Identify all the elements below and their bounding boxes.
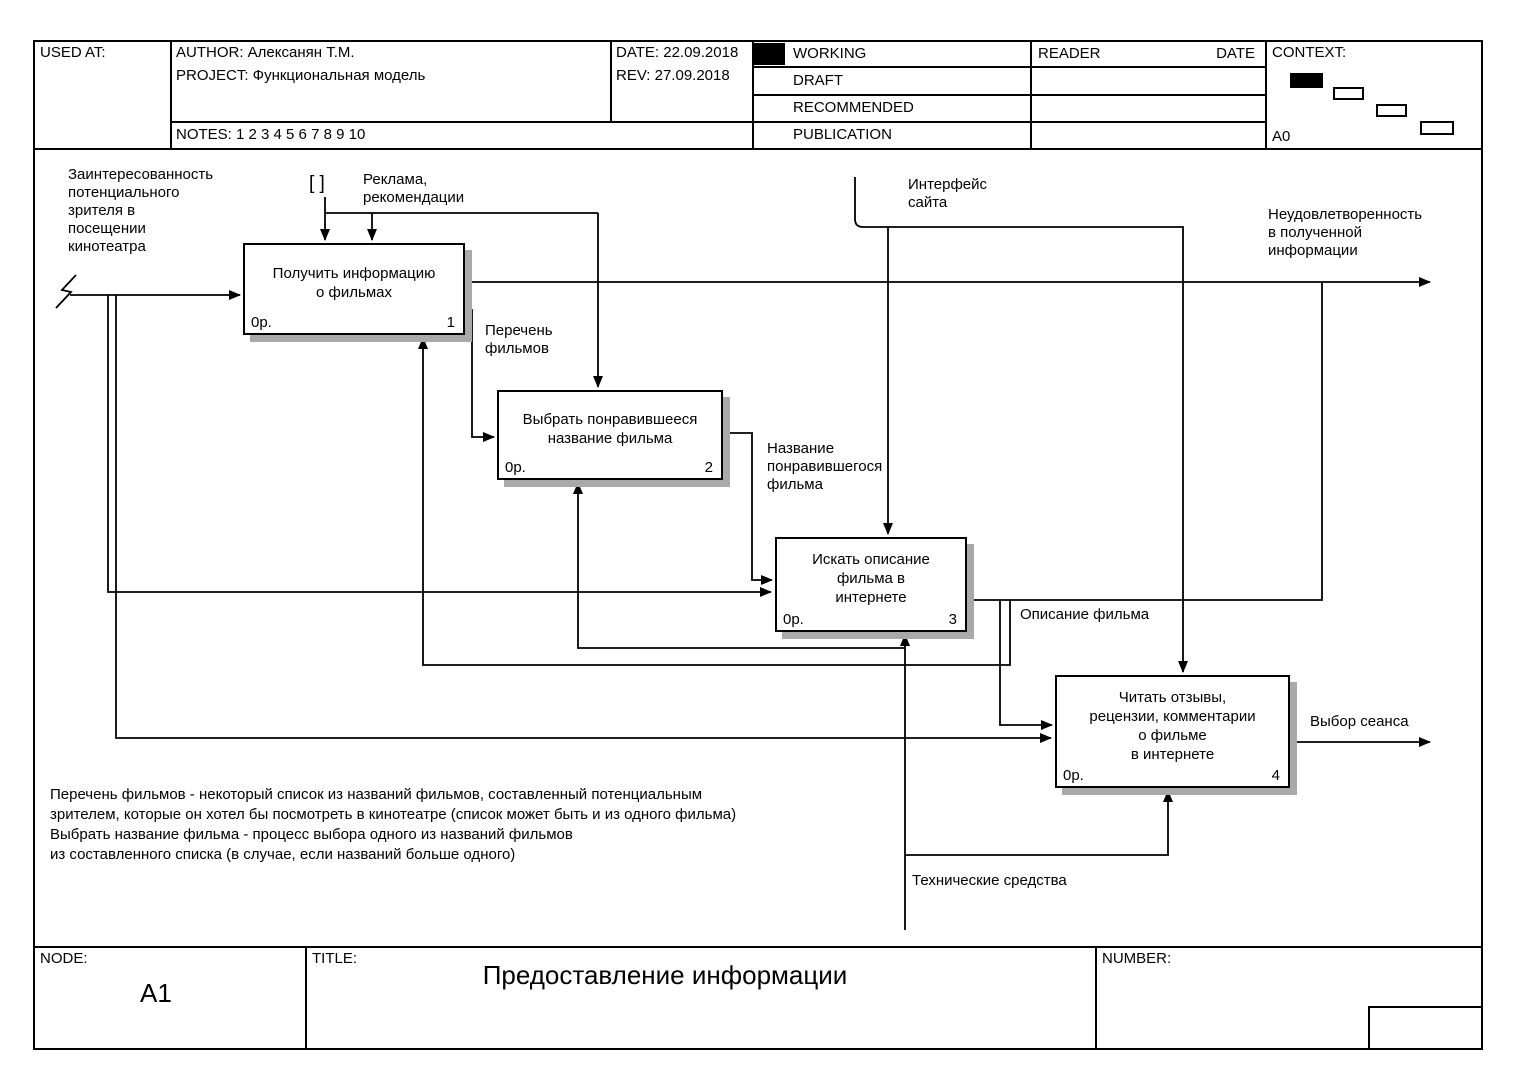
title-value: Предоставление информации (482, 960, 848, 990)
technical-means-arrow-label: Технические средства (912, 872, 1067, 889)
activity-box-4-cost: 0р. (1063, 767, 1084, 784)
node-label: NODE: (40, 950, 88, 967)
title-label: TITLE: (312, 950, 358, 967)
header-bottom-line (35, 148, 1481, 150)
used-at-label: USED AT: (40, 44, 106, 61)
activity-box-4: Читать отзывы, рецензии, комментарии о ф… (1055, 675, 1290, 788)
tunnel-bracket: [ ] (309, 173, 325, 194)
activity-box-3-number: 3 (948, 611, 957, 628)
status-draft: DRAFT (793, 72, 843, 89)
notes-separator-line (170, 121, 1265, 123)
activity-box-4-number: 4 (1271, 767, 1280, 784)
arrow-feedback-to-box1 (418, 337, 1011, 666)
activity-box-2-cost: 0р. (505, 459, 526, 476)
context-thumb-filled (1290, 73, 1323, 88)
activity-box-4-label: Читать отзывы, рецензии, комментарии о ф… (1089, 688, 1256, 763)
arrow-input-to-box4 (115, 295, 1052, 743)
arrow-box3-to-box4 (999, 600, 1053, 730)
divider-node-title (305, 948, 307, 1050)
activity-box-3-label: Искать описание фильма в интернете (812, 551, 930, 606)
diagram-frame (33, 40, 1483, 1050)
divider-title-number (1095, 948, 1097, 1050)
arrow-input-to-box3 (107, 295, 772, 597)
arrow-box1-to-box2 (465, 309, 495, 442)
rev-label: REV: 27.09.2018 (616, 67, 730, 84)
divider-usedat-author (170, 42, 172, 148)
glossary-note: Перечень фильмов - некоторый список из н… (50, 786, 737, 863)
film-description-arrow-label: Описание фильма (1020, 606, 1150, 623)
input-arrow-label: Заинтересованность потенциального зрител… (68, 166, 214, 255)
divider-author-date (610, 42, 612, 123)
reader-label: READER (1038, 45, 1101, 62)
activity-box-1-label: Получить информацию о фильмах (272, 265, 436, 301)
activity-box-1: Получить информацию о фильмах 0р. 1 (243, 243, 465, 335)
box3-output-merge-line (967, 283, 1323, 601)
advert-arrow-label: Реклама, рекомендации (363, 171, 465, 206)
context-thumb-3 (1376, 104, 1407, 117)
status-row-line-1 (752, 66, 1265, 68)
film-title-arrow-label: Название понравившегося фильма (767, 440, 883, 493)
divider-reader-context (1265, 42, 1267, 148)
context-label: CONTEXT: (1272, 44, 1347, 61)
activity-box-1-cost: 0р. (251, 314, 272, 331)
status-publication: PUBLICATION (793, 126, 892, 143)
activity-box-3-cost: 0р. (783, 611, 804, 628)
activity-box-2-number: 2 (704, 459, 713, 476)
session-choice-arrow-label: Выбор сеанса (1310, 713, 1409, 730)
arrow-mechanism-to-box4 (905, 790, 1173, 856)
node-value: A1 (140, 978, 172, 1008)
page-number-box-left (1368, 1006, 1370, 1050)
page-number-box-top (1368, 1006, 1481, 1008)
notes-label: NOTES: 1 2 3 4 5 6 7 8 9 10 (176, 126, 366, 143)
arrow-interface-to-box4 (854, 177, 1188, 673)
reader-date-label: DATE (1216, 45, 1255, 62)
working-marker-square (754, 43, 785, 65)
number-label: NUMBER: (1102, 950, 1172, 967)
status-row-line-2 (752, 94, 1265, 96)
context-node-label: A0 (1272, 128, 1291, 145)
activity-box-3: Искать описание фильма в интернете 0р. 3 (775, 537, 967, 632)
status-working: WORKING (793, 45, 867, 62)
date-label: DATE: 22.09.2018 (616, 44, 739, 61)
input-squiggle (55, 274, 77, 309)
arrow-mechanism-to-box2 (573, 482, 905, 649)
dissatisfaction-arrow-label: Неудовлетворенность в полученной информа… (1268, 206, 1423, 259)
activity-box-1-number: 1 (446, 314, 455, 331)
arrow-box2-to-box3 (723, 432, 773, 585)
activity-box-2: Выбрать понравившееся название фильма 0р… (497, 390, 723, 480)
film-list-arrow-label: Перечень фильмов (485, 322, 553, 357)
context-thumb-2 (1333, 87, 1364, 100)
site-interface-arrow-label: Интерфейс сайта (908, 176, 988, 211)
project-label: PROJECT: Функциональная модель (176, 67, 426, 84)
footer-top-line (35, 946, 1481, 948)
context-thumb-4 (1420, 121, 1454, 135)
activity-box-2-label: Выбрать понравившееся название фильма (522, 411, 698, 447)
author-label: AUTHOR: Алексанян Т.М. (176, 44, 355, 61)
status-recommended: RECOMMENDED (793, 99, 914, 116)
